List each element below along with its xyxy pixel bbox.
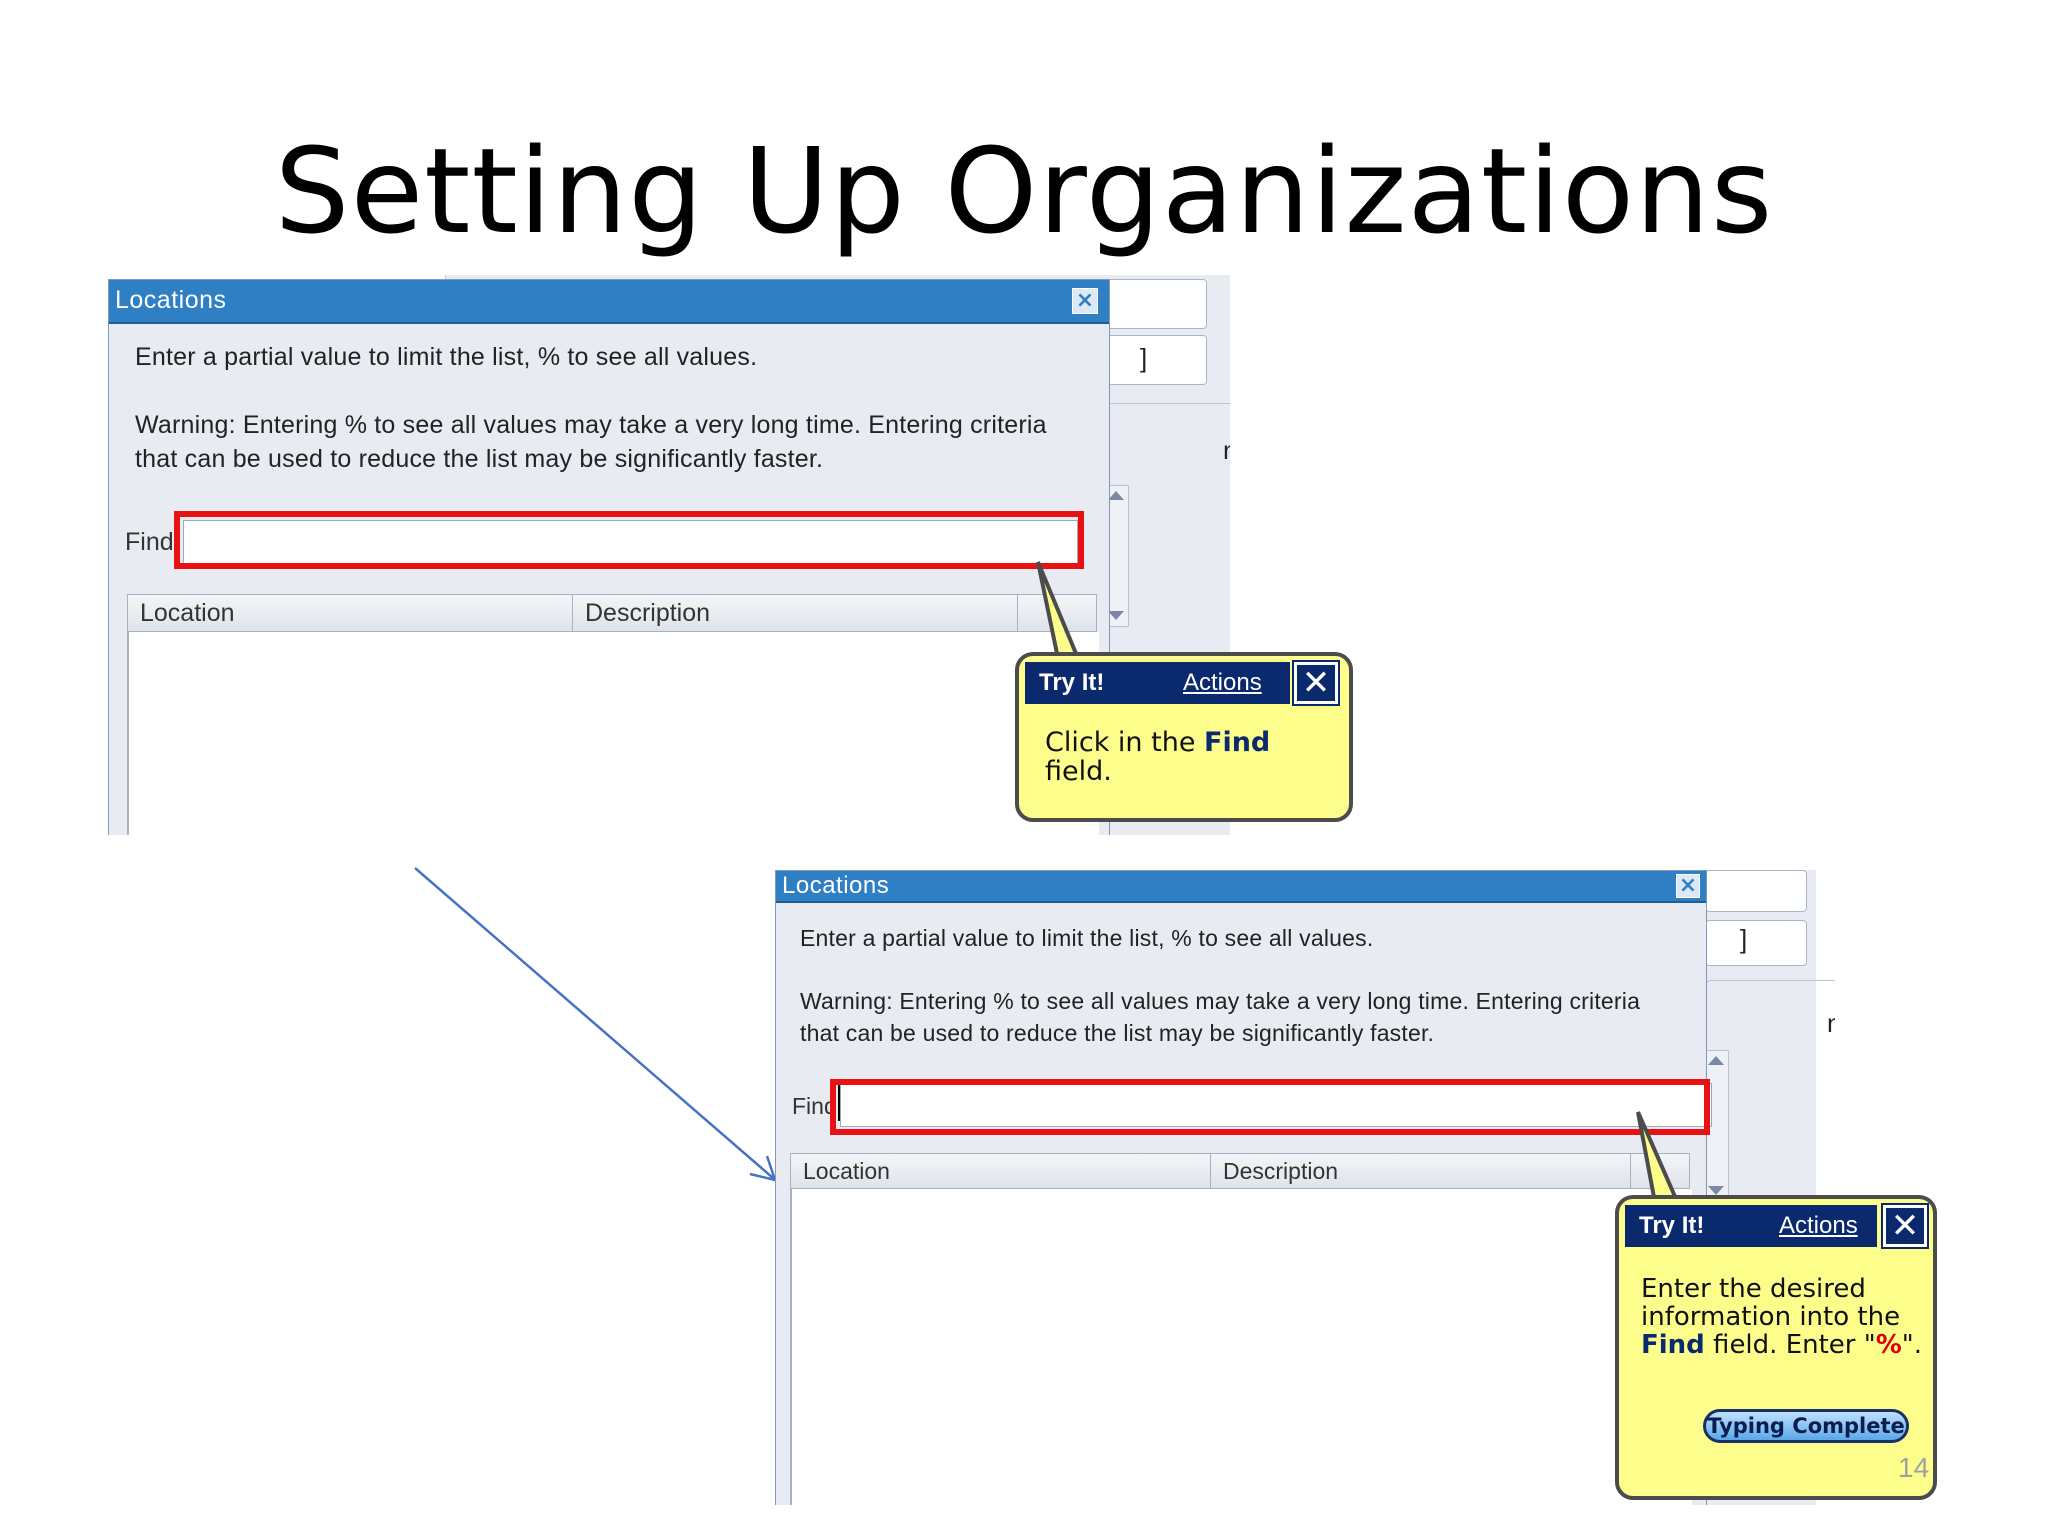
find-input[interactable] (840, 1083, 1712, 1127)
results-table-header: Location Description (790, 1153, 1690, 1189)
callout-value: % (1875, 1330, 1902, 1360)
tryit-label: Try It! (1639, 1212, 1705, 1239)
scroll-down-icon[interactable] (1108, 611, 1124, 620)
close-icon[interactable]: ✕ (1292, 660, 1340, 706)
callout-text: information into the (1641, 1302, 1901, 1332)
dialog-warning-line1: Warning: Entering % to see all values ma… (135, 411, 1047, 439)
dialog-instruction: Enter a partial value to limit the list,… (135, 343, 758, 371)
text-cursor (838, 1085, 840, 1121)
scroll-up-icon[interactable] (1708, 1056, 1724, 1065)
callout-text: Click in the (1045, 727, 1205, 758)
results-table-body (790, 1189, 1692, 1505)
callout-text: field. Enter " (1704, 1330, 1876, 1360)
locations-dialog: Locations × Enter a partial value to lim… (108, 279, 1110, 835)
background-field (1705, 920, 1807, 966)
dialog-warning-line2: that can be used to reduce the list may … (800, 1020, 1435, 1046)
background-label: n (1223, 435, 1230, 466)
scroll-down-icon[interactable] (1708, 1186, 1724, 1195)
callout-keyword: Find (1641, 1330, 1705, 1360)
find-field-highlight (174, 511, 1084, 569)
close-icon[interactable]: × (1676, 874, 1700, 898)
background-field (1105, 279, 1207, 329)
close-icon[interactable]: × (1072, 288, 1098, 314)
dialog-titlebar: Locations × (109, 280, 1109, 324)
column-header-description[interactable]: Description (1211, 1154, 1631, 1188)
callout-text: ". (1901, 1330, 1922, 1360)
background-field (1105, 335, 1207, 385)
column-header-location[interactable]: Location (791, 1154, 1211, 1188)
dialog-title: Locations (115, 286, 227, 314)
results-table-body (127, 632, 1099, 835)
step2-callout: Try It! Actions ✕ Enter the desired info… (1615, 1195, 1937, 1500)
actions-link[interactable]: Actions (1183, 669, 1262, 696)
typing-complete-button[interactable]: Typing Complete (1703, 1409, 1909, 1443)
results-table-header: Location Description (127, 594, 1097, 632)
callout-keyword: Find (1204, 727, 1271, 758)
callout-text: Enter the desired (1641, 1274, 1866, 1304)
scroll-up-icon[interactable] (1108, 491, 1124, 500)
background-label: n (1827, 1008, 1835, 1038)
find-input[interactable] (183, 520, 1078, 564)
dialog-titlebar: Locations × (776, 871, 1706, 903)
callout-header: Try It! Actions (1025, 662, 1290, 704)
callout-header: Try It! Actions (1625, 1205, 1877, 1247)
dialog-warning-line1: Warning: Entering % to see all values ma… (800, 988, 1641, 1014)
step-arrow (414, 867, 777, 1182)
callout-body: Enter the desired information into the F… (1641, 1275, 1922, 1359)
find-field-highlight (830, 1079, 1710, 1135)
actions-link[interactable]: Actions (1779, 1212, 1858, 1239)
background-field (1705, 870, 1807, 912)
slide-title: Setting Up Organizations (274, 122, 1774, 260)
dialog-title: Locations (782, 872, 890, 899)
step1-screenshot: ] n Locations × Enter a partial value to… (105, 275, 1230, 835)
column-header-location[interactable]: Location (128, 595, 573, 631)
find-label: Find (792, 1093, 837, 1119)
step1-callout: Try It! Actions ✕ Click in the Find fiel… (1015, 652, 1353, 822)
callout-body: Click in the Find field. (1045, 728, 1270, 786)
page-number: 14 (1898, 1452, 1930, 1483)
background-bracket: ] (1140, 343, 1148, 373)
close-icon[interactable]: ✕ (1881, 1203, 1929, 1249)
background-bracket: ] (1740, 924, 1748, 954)
dialog-warning-line2: that can be used to reduce the list may … (135, 445, 824, 473)
callout-text: field. (1045, 756, 1112, 787)
locations-dialog: Locations × Enter a partial value to lim… (775, 870, 1712, 1505)
column-header-description[interactable]: Description (573, 595, 1018, 631)
dialog-instruction: Enter a partial value to limit the list,… (800, 925, 1374, 951)
find-label: Find (125, 528, 174, 556)
tryit-label: Try It! (1039, 669, 1105, 696)
